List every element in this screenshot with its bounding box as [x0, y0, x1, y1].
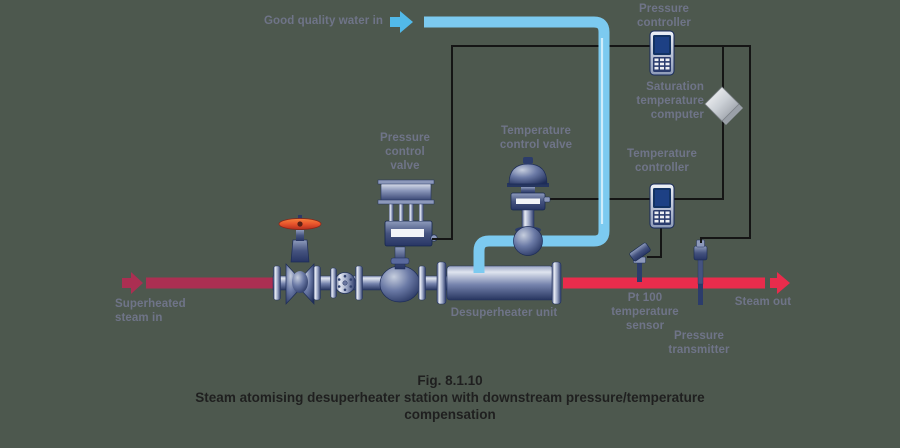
pressure-controller-icon	[649, 30, 675, 76]
isolation-valve	[278, 215, 322, 305]
label-temperature-control-valve: Temperature control valve	[499, 125, 573, 151]
pressure-control-valve	[377, 179, 438, 303]
figure-number: Fig. 8.1.10	[417, 373, 483, 388]
pt100-signal-line	[647, 226, 662, 258]
label-steam-out: Steam out	[734, 296, 792, 308]
check-valve	[334, 272, 356, 294]
water-line	[390, 11, 610, 273]
steam-outlet-pipe	[563, 272, 790, 294]
station-pipework	[272, 179, 708, 305]
steam-in-arrow-icon	[122, 272, 143, 294]
temperature-control-valve	[507, 157, 551, 256]
label-good-quality-water-in: Good quality water in	[263, 15, 383, 27]
label-pt100-sensor: Pt 100 temperature sensor	[611, 292, 679, 332]
figure-title: Steam atomising desuperheater station wi…	[195, 390, 705, 422]
label-temperature-controller: Temperature controller	[627, 148, 697, 174]
label-pressure-control-valve: Pressure control valve	[379, 132, 431, 172]
label-pressure-transmitter: Pressure transmitter	[668, 330, 730, 356]
pressure-transmitter-device	[693, 239, 708, 305]
label-pressure-controller: Pressure controller	[636, 3, 692, 29]
pt100-sensor	[629, 242, 651, 282]
label-saturation-temperature-computer: Saturation temperature computer	[636, 81, 704, 121]
steam-inlet-pipe	[122, 272, 273, 294]
temperature-controller-icon	[649, 183, 675, 229]
desuperheater-unit	[446, 265, 554, 301]
steam-out-arrow-icon	[770, 272, 790, 294]
pressure-signal-line	[432, 45, 751, 243]
water-flow-arrow-icon	[390, 11, 413, 33]
label-superheated-steam-in: Superheated steam in	[115, 298, 186, 324]
pipe-flanges	[273, 261, 562, 305]
label-desuperheater-unit: Desuperheater unit	[450, 307, 558, 319]
saturation-computer-icon	[704, 86, 743, 125]
